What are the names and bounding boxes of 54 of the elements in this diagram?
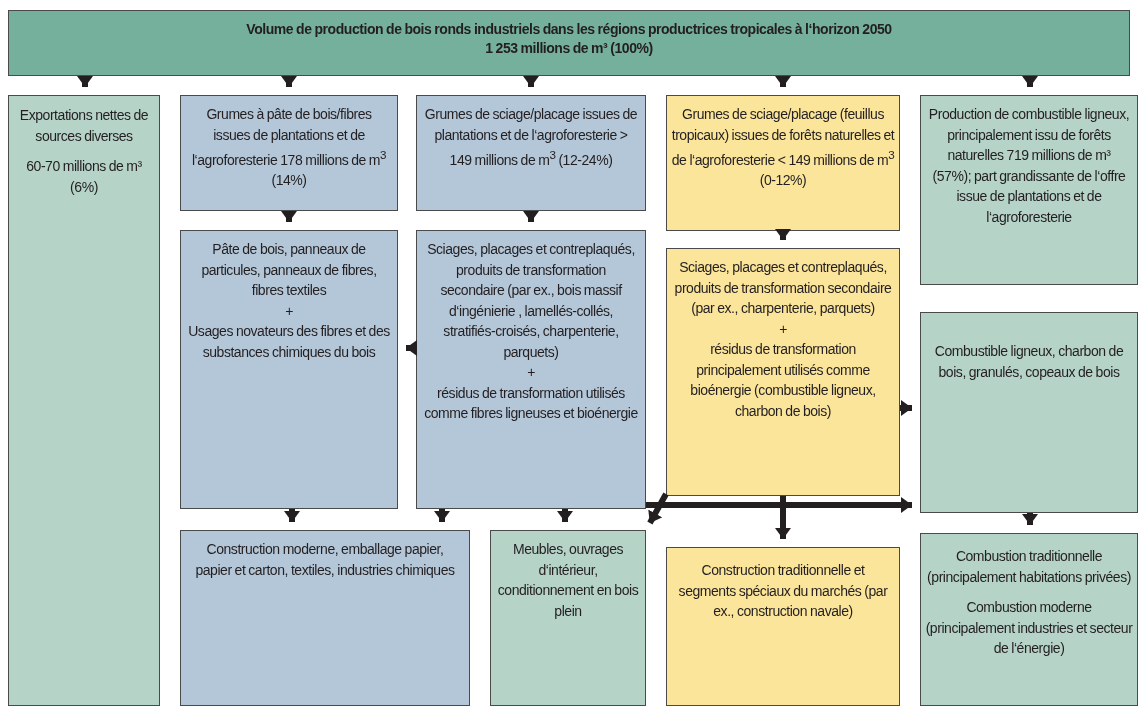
process-box bbox=[666, 95, 900, 231]
arrow bbox=[775, 76, 791, 87]
node-text: résidus de transformation principalement utilisés comme bioénergie (combustible ligneux, charbon de bois) bbox=[689, 340, 877, 421]
process-box bbox=[666, 547, 900, 706]
node-text: 1 253 millions de m³ (100%) bbox=[485, 39, 653, 58]
process-box bbox=[920, 312, 1138, 513]
node-text: résidus de transformation utilisés comme fibres ligneuses et bioénergie bbox=[423, 383, 639, 423]
node-text: Combustible ligneux, charbon de bois, granulés, copeaux de bois bbox=[933, 342, 1125, 382]
process-box bbox=[8, 95, 160, 706]
arrow bbox=[281, 211, 297, 222]
arrow bbox=[77, 76, 93, 87]
arrow bbox=[284, 509, 300, 522]
node-text: Sciages, placages et contreplaqués, produits de transformation secondaire (par ex., bois massif d‘ingénierie , lamellés-collés, stratifiés-croisés, charpenterie, parquets) bbox=[426, 240, 636, 362]
arrow bbox=[900, 400, 912, 416]
node-text: Sciages, placages et contreplaqués, produits de transformation secondaire (par ex., charpenterie, parquets) bbox=[673, 258, 893, 318]
process-box bbox=[920, 533, 1138, 706]
node-text: + bbox=[285, 301, 293, 321]
node-text: Combustion traditionnelle (principalement habitations privées) bbox=[926, 547, 1132, 587]
arrow bbox=[557, 509, 573, 522]
arrow bbox=[647, 492, 669, 525]
node-text: Construction moderne, emballage papier, papier et carton, textiles, industries chimiques bbox=[194, 540, 456, 580]
node-text: Grumes de sciage/placage issues de plantations et de l‘agroforesterie > 149 millions de m$^{3}$ (12-24%) bbox=[423, 105, 639, 170]
header-box bbox=[8, 10, 1130, 76]
node-text: Meubles, ouvrages d‘intérieur, conditionnement en bois plein bbox=[497, 540, 639, 621]
process-box bbox=[180, 230, 398, 509]
node-text: Pâte de bois, panneaux de particules, panneaux de fibres, fibres textiles bbox=[200, 240, 378, 300]
node-text: 60-70 millions de m³ (6%) bbox=[25, 157, 143, 197]
arrow bbox=[281, 76, 297, 87]
process-box bbox=[180, 95, 398, 211]
node-text: Production de combustible ligneux, principalement issu de forêts naturelles 719 millions de m³ (57%); part grandissante de l‘offre issue de plantations et de l‘agroforesterie bbox=[927, 105, 1131, 227]
arrow bbox=[775, 229, 791, 240]
node-text: + bbox=[779, 319, 787, 339]
arrow bbox=[434, 509, 450, 522]
arrow bbox=[1022, 76, 1038, 87]
arrow bbox=[646, 497, 912, 513]
arrow bbox=[523, 211, 539, 222]
arrow bbox=[1022, 513, 1038, 525]
process-box bbox=[416, 95, 646, 211]
process-box bbox=[490, 530, 646, 706]
node-text: Combustion moderne (principalement industries et secteur de l‘énergie) bbox=[925, 598, 1133, 658]
node-text: + bbox=[527, 363, 535, 382]
node-text: Exportations nettes de sources diverses bbox=[18, 106, 150, 146]
node-text: Volume de production de bois ronds industriels dans les régions productrices tropicales à l‘horizon 2050 bbox=[246, 20, 892, 39]
process-box bbox=[666, 248, 900, 496]
process-box bbox=[920, 95, 1138, 285]
arrow bbox=[523, 76, 539, 87]
process-box bbox=[180, 530, 470, 706]
node-text: Construction traditionnelle et segments spéciaux du marchés (par ex., construction navale) bbox=[677, 561, 889, 621]
arrow bbox=[406, 340, 417, 356]
arrow bbox=[775, 496, 791, 539]
node-text: Grumes à pâte de bois/fibres issues de plantations et de l‘agroforesterie 178 millions de m$^{3}$ (14%) bbox=[190, 105, 388, 191]
node-text: Usages novateurs des fibres et des substances chimiques du bois bbox=[187, 322, 391, 362]
node-text: Grumes de sciage/placage (feuillus tropicaux) issues de forêts naturelles et de l‘agroforesterie < 149 millions de m$^{3}$ (0-12%) bbox=[671, 105, 895, 191]
process-box bbox=[416, 230, 646, 509]
